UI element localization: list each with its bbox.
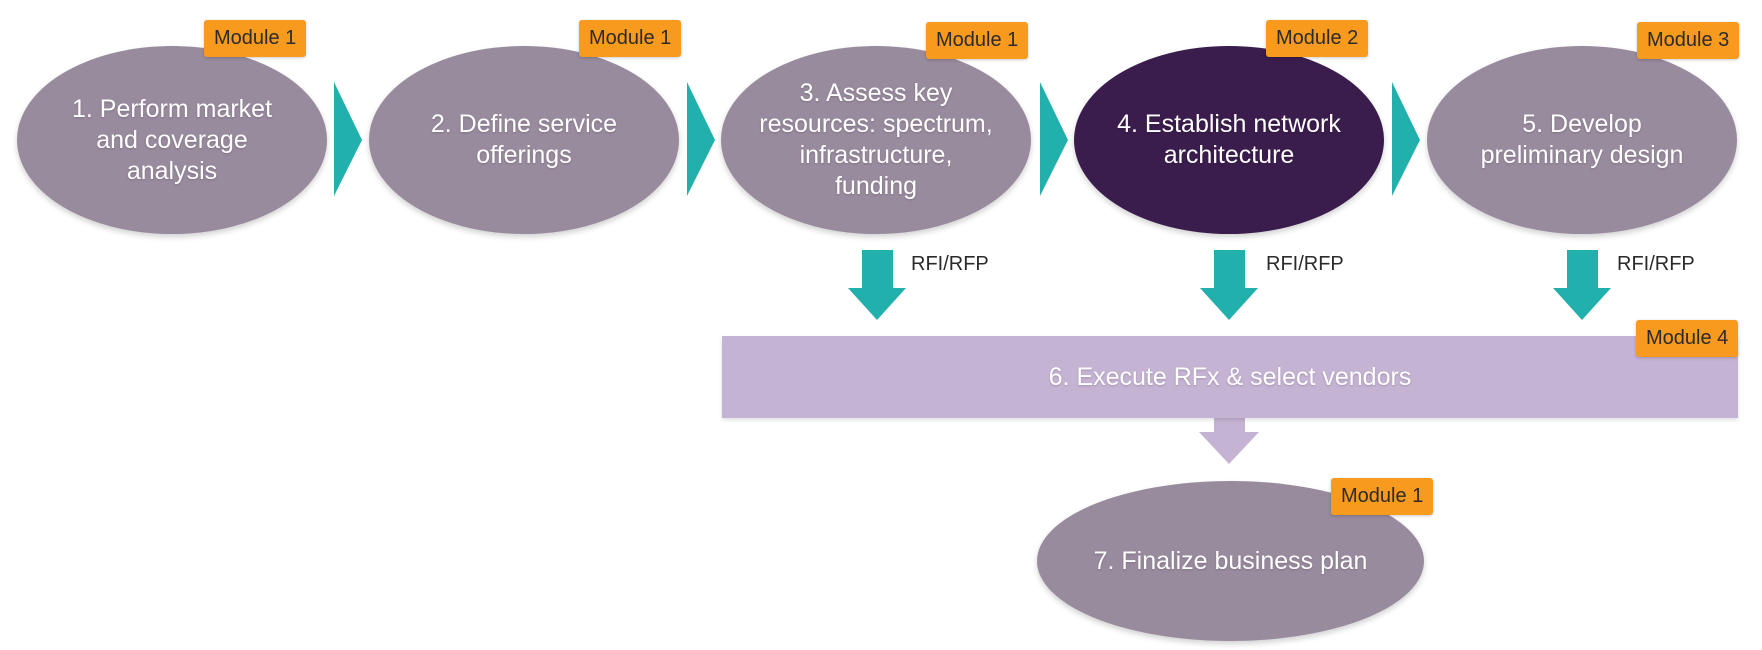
step-3-ellipse: 3. Assess key resources: spectrum, infra… xyxy=(721,46,1031,234)
down-arrow-step-4 xyxy=(1200,250,1258,320)
step-2-ellipse: 2. Define service offerings xyxy=(369,46,679,234)
module-badge-step-4: Module 2 xyxy=(1266,20,1369,57)
down-arrow-step-5 xyxy=(1553,250,1611,320)
rfi-rfp-label-step-5: RFI/RFP xyxy=(1617,253,1695,275)
step-5-label: 5. Develop preliminary design xyxy=(1480,110,1684,169)
down-arrow-to-final xyxy=(1199,418,1259,464)
module-badge-step-1: Module 1 xyxy=(204,20,307,57)
rfi-rfp-label-step-3: RFI/RFP xyxy=(911,253,989,275)
step-6-banner: 6. Execute RFx & select vendors xyxy=(722,336,1738,418)
chevron-arrow-3-4 xyxy=(1040,82,1068,196)
step-4-label: 4. Establish network architecture xyxy=(1117,110,1341,169)
chevron-arrow-1-2 xyxy=(334,82,362,196)
chevron-arrow-4-5 xyxy=(1392,82,1420,196)
chevron-arrow-2-3 xyxy=(687,82,715,196)
step-6-label: 6. Execute RFx & select vendors xyxy=(1048,362,1412,391)
module-badge-step-5: Module 3 xyxy=(1637,22,1740,59)
step-1-ellipse: 1. Perform market and coverage analysis xyxy=(17,46,327,234)
module-badge-step-2: Module 1 xyxy=(579,20,682,57)
module-badge-step-3: Module 1 xyxy=(926,22,1029,59)
step-1-label: 1. Perform market and coverage analysis xyxy=(71,94,273,185)
module-badge-step-7: Module 1 xyxy=(1331,478,1434,515)
step-4-ellipse: 4. Establish network architecture xyxy=(1074,46,1384,234)
module-badge-step-6: Module 4 xyxy=(1636,320,1739,357)
down-arrow-step-3 xyxy=(848,250,906,320)
step-7-label: 7. Finalize business plan xyxy=(1093,546,1368,575)
rfi-rfp-label-step-4: RFI/RFP xyxy=(1266,253,1344,275)
step-5-ellipse: 5. Develop preliminary design xyxy=(1427,46,1737,234)
step-2-label: 2. Define service offerings xyxy=(430,110,618,169)
step-3-label: 3. Assess key resources: spectrum, infra… xyxy=(759,79,993,200)
